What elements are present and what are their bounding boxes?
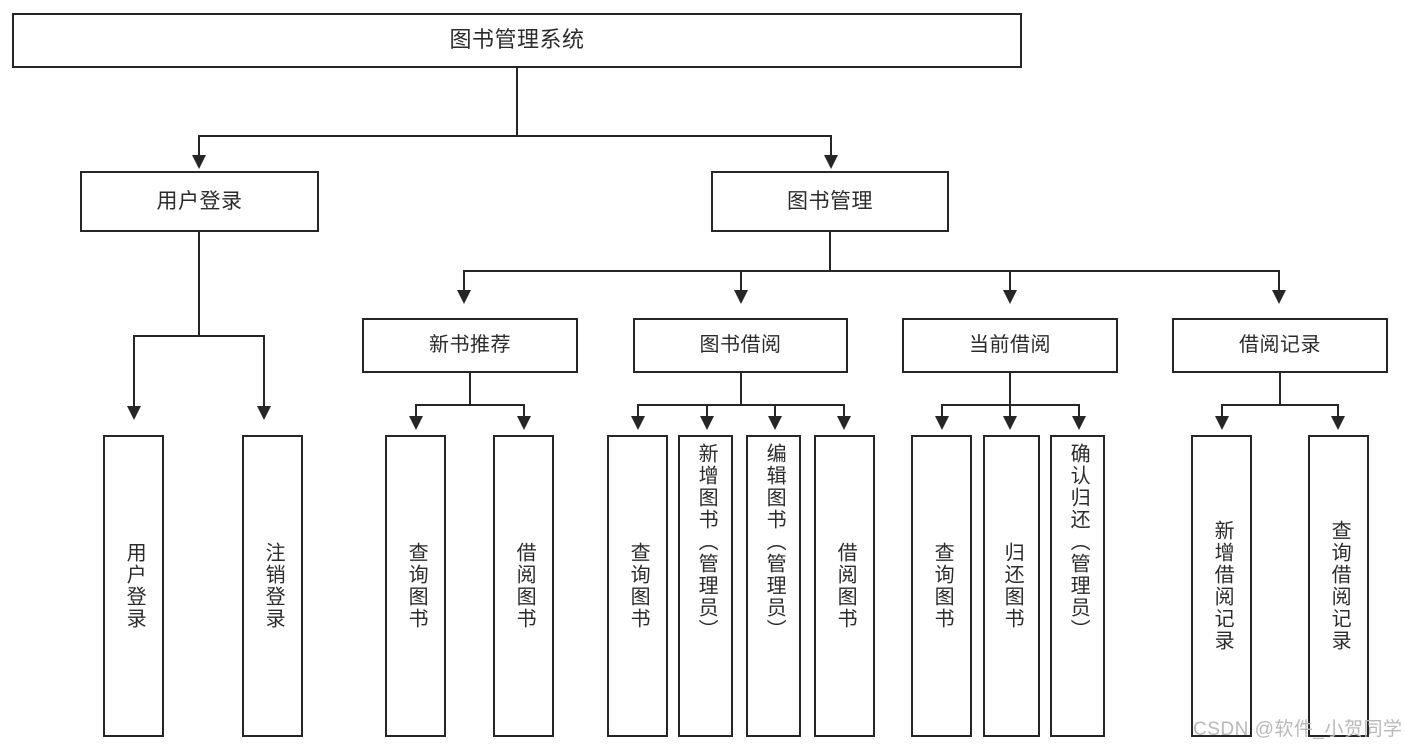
node-user-login[interactable]: 用户登录 xyxy=(80,171,319,232)
connector-user-login-fanbar xyxy=(133,335,264,337)
leaf-borrow-book[interactable]: 借阅图书 xyxy=(814,435,875,737)
connector-book-borrow-fanbar xyxy=(637,404,845,406)
leaf-query-book-current[interactable]: 查询图书 xyxy=(911,435,972,737)
leaf-return-book[interactable]: 归还图书 xyxy=(983,435,1040,737)
connector-nb-to-leaf-2 xyxy=(523,404,525,418)
connector-book-management-fanbar xyxy=(463,270,1278,272)
node-label: 图书借阅 xyxy=(699,334,782,357)
connector-user-login-to-leaf-1 xyxy=(133,335,135,408)
leaf-label: 注销登录 xyxy=(262,542,285,630)
connector-user-login-to-leaf-2 xyxy=(263,335,265,408)
connector-cb-to-leaf-2 xyxy=(1009,404,1011,418)
leaf-query-book-borrow[interactable]: 查询图书 xyxy=(607,435,668,737)
arrow-bb-to-leaf-4 xyxy=(837,416,851,430)
arrow-cb-to-leaf-3 xyxy=(1072,416,1086,430)
node-label: 新书推荐 xyxy=(429,334,511,357)
connector-new-book-fanbar xyxy=(415,404,525,406)
arrow-cb-to-leaf-1 xyxy=(935,416,949,430)
connector-cb-to-leaf-3 xyxy=(1078,404,1080,418)
connector-bm-to-book-borrow xyxy=(740,270,742,292)
leaf-logout[interactable]: 注销登录 xyxy=(242,435,303,737)
connector-book-borrow-stem xyxy=(740,373,742,406)
leaf-query-book-recommend[interactable]: 查询图书 xyxy=(385,435,446,737)
node-root-system[interactable]: 图书管理系统 xyxy=(12,13,1022,68)
arrow-user-login-to-leaf-2 xyxy=(257,406,271,420)
connector-bb-to-leaf-4 xyxy=(843,404,845,418)
leaf-label: 查询借阅记录 xyxy=(1328,520,1351,652)
leaf-label: 借阅图书 xyxy=(834,542,857,630)
leaf-label: 查询图书 xyxy=(405,542,428,630)
leaf-label: 新增图书（管理员） xyxy=(695,443,718,641)
connector-root-fanbar xyxy=(198,135,832,137)
leaf-label: 编辑图书（管理员） xyxy=(763,443,786,641)
connector-root-to-user-login xyxy=(198,135,200,157)
connector-root-to-book-manage xyxy=(830,135,832,157)
arrow-bm-to-book-borrow xyxy=(734,290,748,304)
leaf-user-login[interactable]: 用户登录 xyxy=(103,435,164,737)
leaf-add-borrow-record[interactable]: 新增借阅记录 xyxy=(1191,435,1252,737)
leaf-label: 新增借阅记录 xyxy=(1211,520,1234,652)
leaf-query-borrow-record[interactable]: 查询借阅记录 xyxy=(1308,435,1369,737)
connector-bm-to-borrow-record xyxy=(1278,270,1280,292)
arrow-root-to-book-manage xyxy=(824,155,838,169)
node-current-borrow[interactable]: 当前借阅 xyxy=(902,318,1118,373)
connector-borrow-record-stem xyxy=(1279,373,1281,406)
connector-bm-to-new-book xyxy=(463,270,465,292)
arrow-br-to-leaf-2 xyxy=(1331,416,1345,430)
arrow-nb-to-leaf-1 xyxy=(409,416,423,430)
node-book-borrow[interactable]: 图书借阅 xyxy=(633,318,848,373)
connector-br-to-leaf-1 xyxy=(1221,404,1223,418)
arrow-root-to-user-login xyxy=(192,155,206,169)
connector-new-book-stem xyxy=(469,373,471,406)
arrow-cb-to-leaf-2 xyxy=(1003,416,1017,430)
arrow-bb-to-leaf-3 xyxy=(768,416,782,430)
leaf-label: 用户登录 xyxy=(123,542,146,630)
arrow-br-to-leaf-1 xyxy=(1215,416,1229,430)
node-book-management[interactable]: 图书管理 xyxy=(711,171,949,232)
arrow-user-login-to-leaf-1 xyxy=(127,406,141,420)
node-borrow-record[interactable]: 借阅记录 xyxy=(1172,318,1388,373)
node-label: 用户登录 xyxy=(156,189,243,213)
connector-bb-to-leaf-3 xyxy=(774,404,776,418)
arrow-nb-to-leaf-2 xyxy=(517,416,531,430)
connector-bm-to-current-borrow xyxy=(1009,270,1011,292)
connector-book-management-stem xyxy=(829,232,831,272)
node-label: 借阅记录 xyxy=(1239,334,1321,357)
node-label: 当前借阅 xyxy=(969,334,1051,357)
node-label: 图书管理系统 xyxy=(449,27,585,53)
node-new-book-recommend[interactable]: 新书推荐 xyxy=(362,318,578,373)
arrow-bb-to-leaf-2 xyxy=(700,416,714,430)
connector-bb-to-leaf-1 xyxy=(637,404,639,418)
leaf-label: 归还图书 xyxy=(1001,542,1024,630)
leaf-add-book-admin[interactable]: 新增图书（管理员） xyxy=(678,435,733,737)
arrow-bm-to-new-book xyxy=(457,290,471,304)
leaf-label: 确认归还（管理员） xyxy=(1067,443,1090,641)
connector-cb-to-leaf-1 xyxy=(941,404,943,418)
leaf-label: 查询图书 xyxy=(931,542,954,630)
leaf-borrow-book-recommend[interactable]: 借阅图书 xyxy=(493,435,554,737)
connector-user-login-stem xyxy=(198,232,200,336)
arrow-bm-to-borrow-record xyxy=(1272,290,1286,304)
connector-current-borrow-stem xyxy=(1009,373,1011,406)
connector-nb-to-leaf-1 xyxy=(415,404,417,418)
arrow-bm-to-current-borrow xyxy=(1003,290,1017,304)
leaf-label: 查询图书 xyxy=(627,542,650,630)
arrow-bb-to-leaf-1 xyxy=(631,416,645,430)
connector-bb-to-leaf-2 xyxy=(706,404,708,418)
leaf-label: 借阅图书 xyxy=(513,542,536,630)
connector-root-stem xyxy=(516,68,518,136)
leaf-edit-book-admin[interactable]: 编辑图书（管理员） xyxy=(746,435,801,737)
connector-br-to-leaf-2 xyxy=(1337,404,1339,418)
node-label: 图书管理 xyxy=(787,189,873,213)
leaf-confirm-return-admin[interactable]: 确认归还（管理员） xyxy=(1050,435,1105,737)
connector-borrow-record-fanbar xyxy=(1221,404,1339,406)
